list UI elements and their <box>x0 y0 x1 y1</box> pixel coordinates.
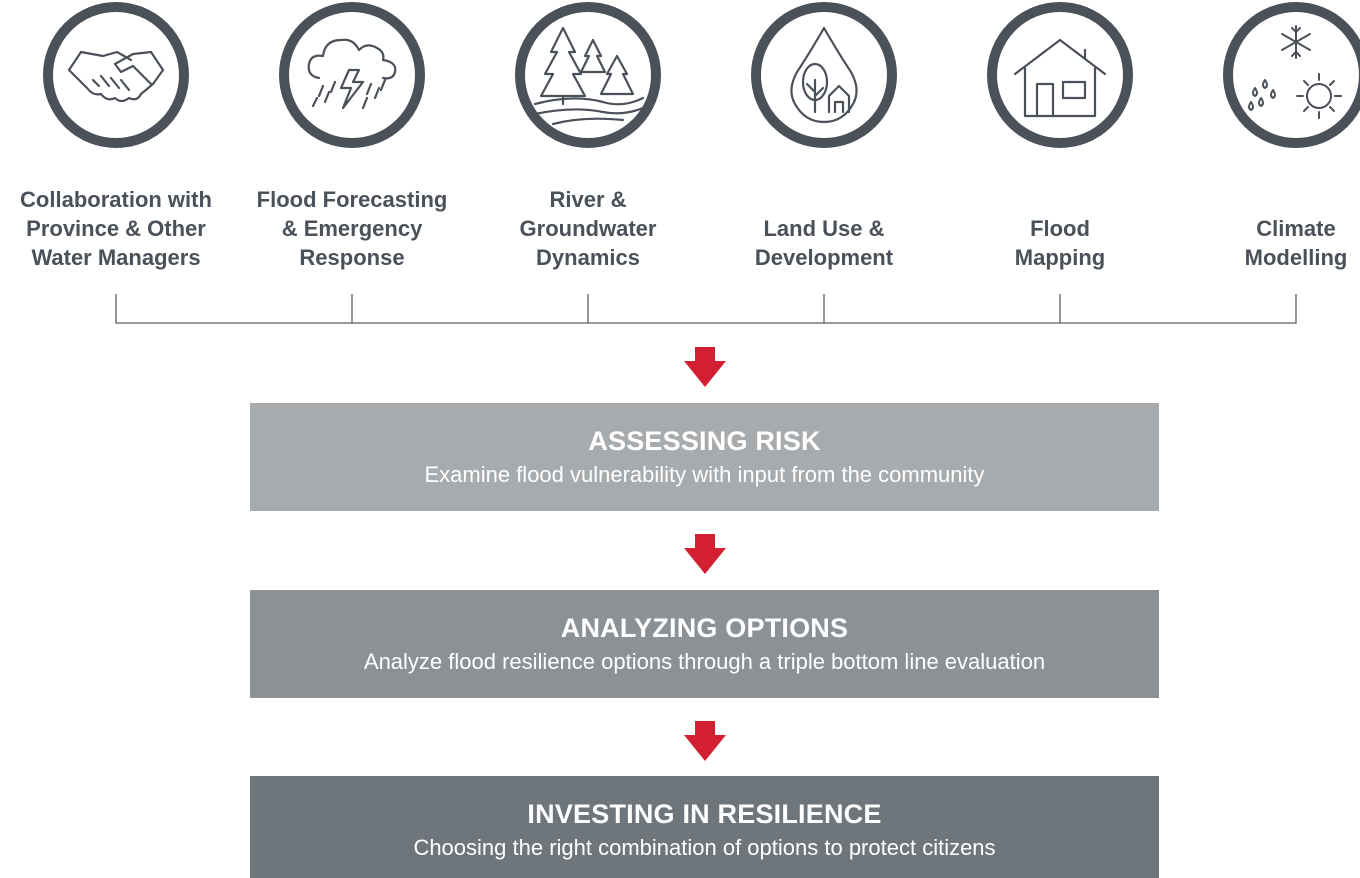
down-arrow-icon <box>684 721 726 761</box>
label-line: Mapping <box>1014 245 1106 270</box>
label-line: Modelling <box>1244 245 1348 270</box>
step-description: Choosing the right combination of option… <box>413 835 996 860</box>
snow-rain-sun-icon <box>1221 0 1360 150</box>
label-line: Response <box>299 245 405 270</box>
forest-river-icon <box>513 0 663 150</box>
step-title: ANALYZING OPTIONS <box>560 613 849 643</box>
input-label-climate-modelling: Climate Modelling <box>1221 185 1360 272</box>
label-line: Groundwater <box>519 216 657 241</box>
label-line: Development <box>754 245 894 270</box>
step-title: INVESTING IN RESILIENCE <box>527 799 882 829</box>
input-connector-bracket <box>115 294 1297 324</box>
step-description: Examine flood vulnerability with input f… <box>424 462 985 487</box>
step-investing-in-resilience: INVESTING IN RESILIENCE Choosing the rig… <box>250 776 1159 878</box>
input-label-collaboration: Collaboration with Province & Other Wate… <box>1 185 231 272</box>
label-line: Province & Other <box>26 216 206 241</box>
down-arrow-icon <box>684 534 726 574</box>
drop-tree-house-icon <box>749 0 899 150</box>
down-arrow-icon <box>684 347 726 387</box>
step-assessing-risk: ASSESSING RISK Examine flood vulnerabili… <box>250 403 1159 511</box>
label-line: Flood <box>1030 216 1090 241</box>
label-line: Land Use & <box>763 216 885 241</box>
label-line: Collaboration with <box>20 187 212 212</box>
input-label-river-groundwater: River & Groundwater Dynamics <box>473 185 703 272</box>
storm-cloud-icon <box>277 0 427 150</box>
input-label-flood-mapping: Flood Mapping <box>945 185 1175 272</box>
label-line: River & <box>549 187 627 212</box>
label-line: Flood Forecasting <box>256 187 448 212</box>
input-label-land-use: Land Use & Development <box>709 185 939 272</box>
label-line: Dynamics <box>536 245 640 270</box>
label-line: & Emergency <box>281 216 423 241</box>
house-icon <box>985 0 1135 150</box>
handshake-icon <box>41 0 191 150</box>
input-label-flood-forecasting: Flood Forecasting & Emergency Response <box>237 185 467 272</box>
step-analyzing-options: ANALYZING OPTIONS Analyze flood resilien… <box>250 590 1159 698</box>
label-line: Water Managers <box>31 245 201 270</box>
step-description: Analyze flood resilience options through… <box>363 649 1046 674</box>
label-line: Climate <box>1256 216 1336 241</box>
step-title: ASSESSING RISK <box>588 426 821 456</box>
